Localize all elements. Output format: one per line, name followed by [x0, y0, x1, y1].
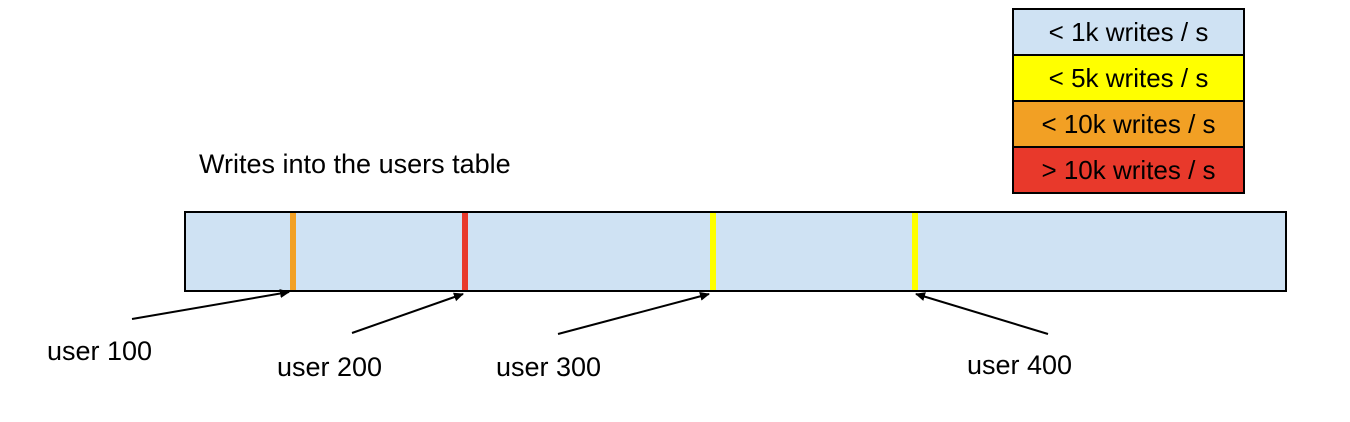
stripe-user-100 [290, 213, 296, 290]
write-rate-legend: < 1k writes / s < 5k writes / s < 10k wr… [1012, 8, 1245, 194]
stripe-user-400 [912, 213, 918, 290]
arrow-user-200 [351, 292, 464, 334]
legend-item-lt5k-label: < 5k writes / s [1048, 62, 1209, 93]
label-user-100: user 100 [47, 336, 153, 366]
users-table-band [184, 211, 1287, 292]
label-user-200: user 200 [277, 352, 383, 382]
legend-item-lt1k: < 1k writes / s [1014, 10, 1243, 56]
legend-item-lt10k-label: < 10k writes / s [1041, 108, 1216, 139]
stripe-user-300 [710, 213, 716, 290]
label-user-400: user 400 [967, 350, 1073, 380]
arrow-user-300 [557, 291, 710, 335]
legend-item-gt10k-label: > 10k writes / s [1041, 154, 1216, 185]
legend-item-gt10k: > 10k writes / s [1014, 148, 1243, 192]
stripe-user-200 [462, 213, 468, 290]
diagram-title: Writes into the users table [199, 149, 511, 179]
legend-item-lt10k: < 10k writes / s [1014, 102, 1243, 148]
legend-item-lt1k-label: < 1k writes / s [1048, 16, 1209, 47]
label-user-300: user 300 [496, 352, 602, 382]
arrow-user-400 [915, 292, 1049, 335]
arrow-user-100 [131, 289, 290, 320]
legend-item-lt5k: < 5k writes / s [1014, 56, 1243, 102]
